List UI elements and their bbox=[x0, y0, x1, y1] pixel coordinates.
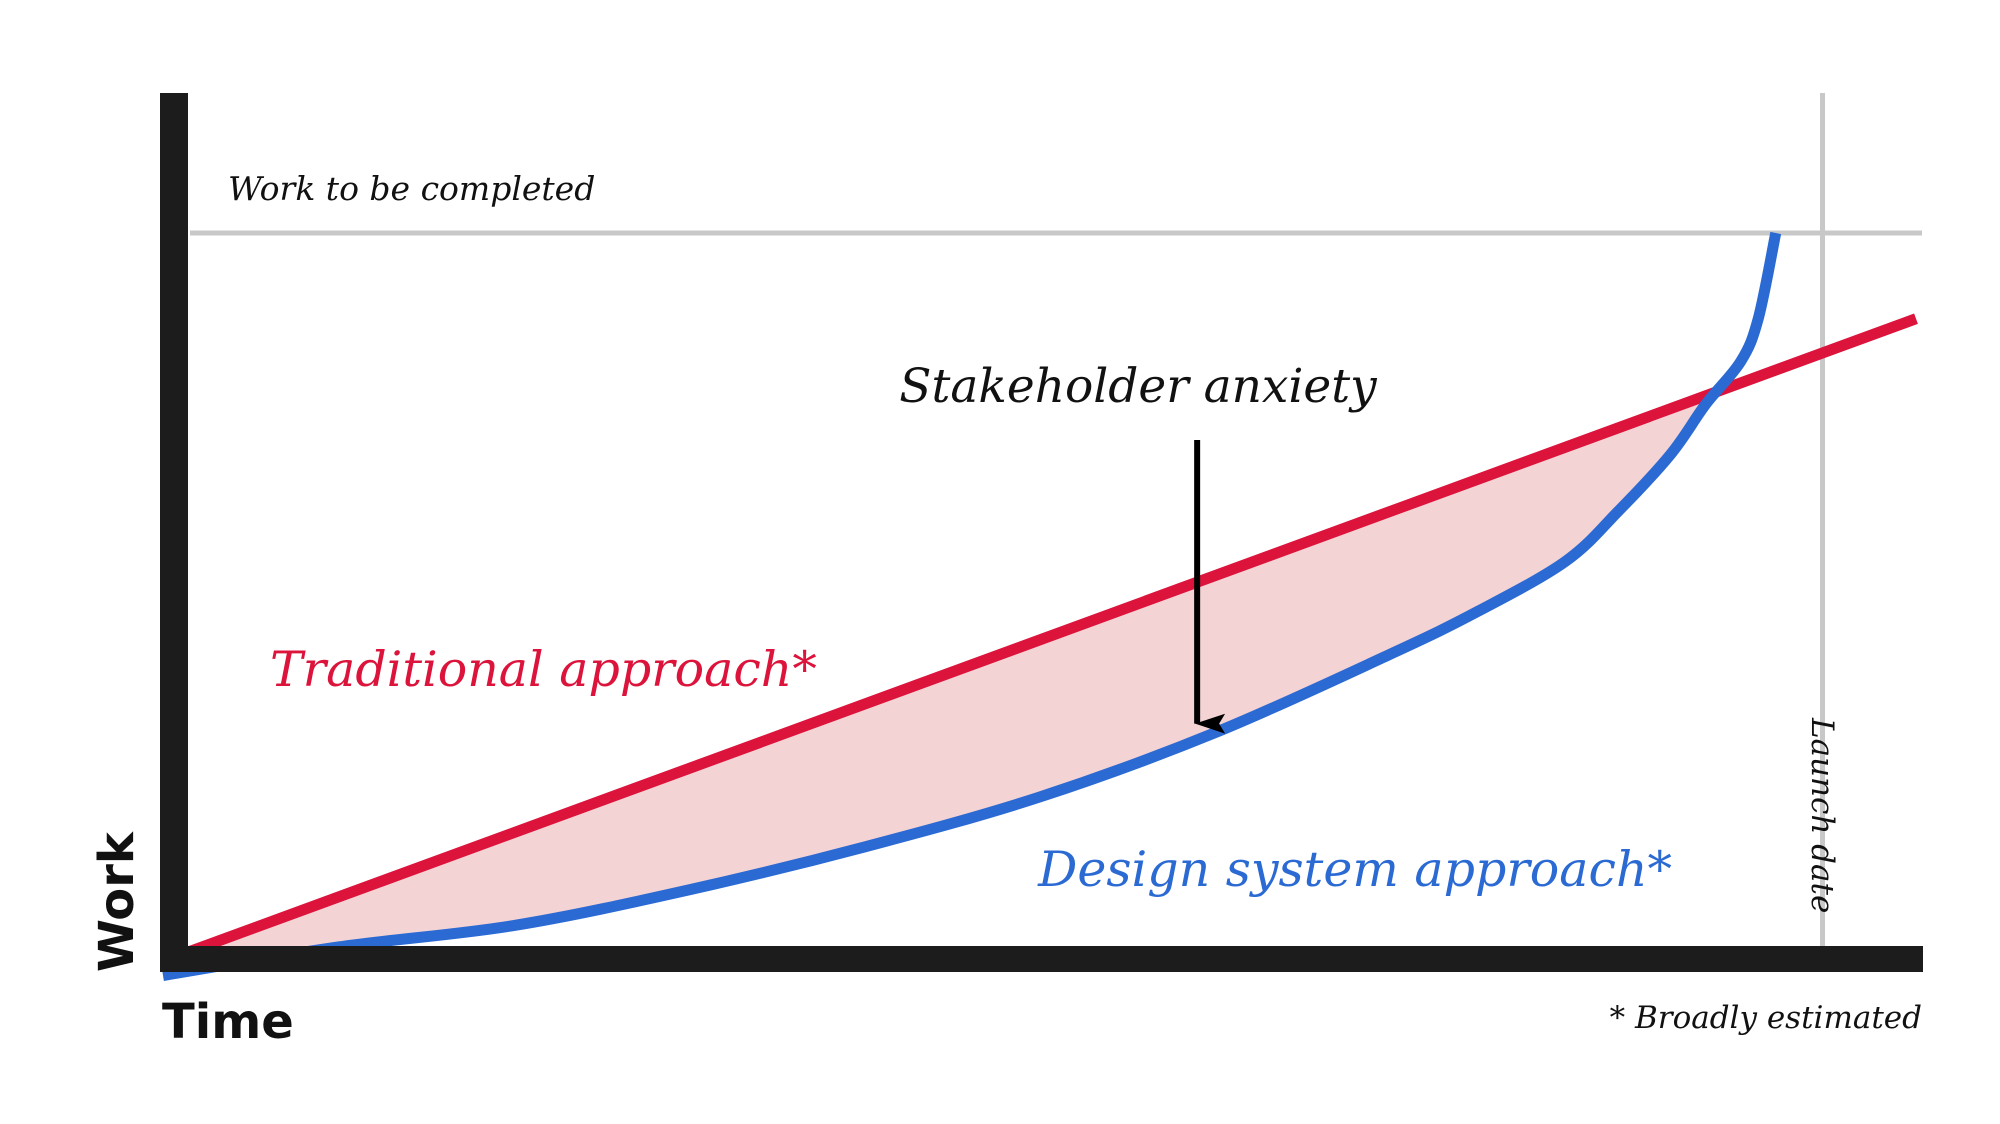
y-axis-label: Work bbox=[89, 831, 145, 972]
footnote: * Broadly estimated bbox=[1610, 1000, 1922, 1036]
design-system-approach-label: Design system approach* bbox=[1037, 841, 1672, 898]
x-axis-label: Time bbox=[162, 994, 294, 1050]
traditional-approach-line bbox=[161, 313, 1918, 967]
launch-date-label: Launch date bbox=[1804, 717, 1840, 913]
design-system-approach-line bbox=[162, 231, 1782, 981]
work-to-be-completed-label: Work to be completed bbox=[228, 169, 595, 208]
x-axis bbox=[160, 946, 1923, 972]
traditional-approach-label: Traditional approach* bbox=[270, 641, 817, 698]
y-axis bbox=[160, 93, 188, 972]
stakeholder-anxiety-label: Stakeholder anxiety bbox=[899, 359, 1378, 414]
